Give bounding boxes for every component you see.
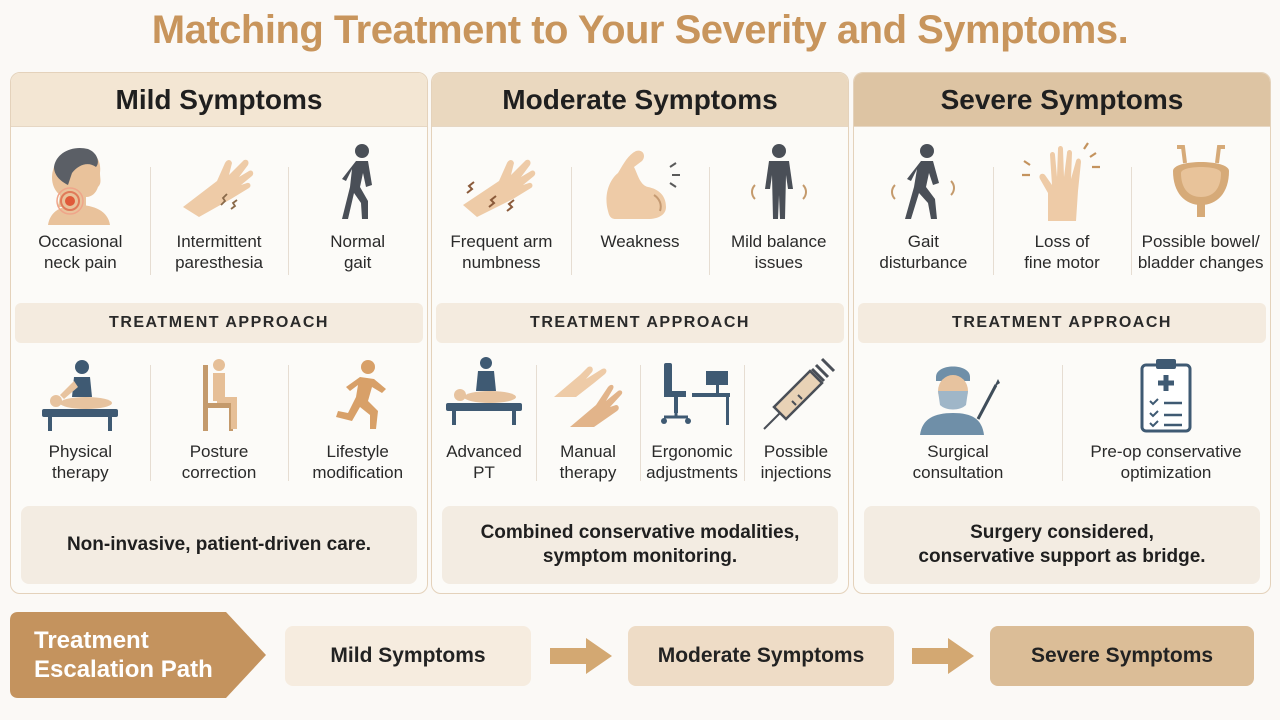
treatment-label: Possible injections xyxy=(760,442,832,482)
symptom-label: Normal gait xyxy=(330,232,386,272)
moderate-summary: Combined conservative modalities, sympto… xyxy=(442,506,838,584)
moderate-symptoms: Frequent arm numbness Weakness Mild bala… xyxy=(432,135,848,305)
arrow-right-icon xyxy=(550,638,612,674)
neck-pain-icon xyxy=(48,147,111,225)
stage-mild: Mild Symptoms xyxy=(285,626,531,686)
moderate-treatments: Advanced PT Manual therapy Ergonomic adj… xyxy=(432,355,848,495)
advanced-pt-icon xyxy=(446,357,522,425)
stage-severe: Severe Symptoms xyxy=(990,626,1254,686)
symptom-label: Possible bowel/ bladder changes xyxy=(1137,232,1264,272)
bladder-icon xyxy=(1172,145,1229,217)
symptom-label: Weakness xyxy=(600,232,680,251)
symptom-item: Mild balance issues xyxy=(709,135,848,305)
physical-therapy-icon xyxy=(42,360,119,431)
escalation-chevron xyxy=(10,612,266,698)
symptom-label: Gait disturbance xyxy=(879,232,968,272)
treatment-item: Advanced PT xyxy=(432,355,536,495)
syringe-icon xyxy=(763,357,836,430)
symptom-label: Loss of fine motor xyxy=(1024,232,1100,272)
symptom-item: Weakness xyxy=(570,135,710,305)
moderate-column: Moderate Symptoms Frequent arm numbness … xyxy=(431,72,849,594)
treatment-item: Posture correction xyxy=(149,355,289,495)
treatment-label: Pre-op conservative optimization xyxy=(1090,442,1242,482)
treatment-item: Surgical consultation xyxy=(854,355,1062,495)
escalation-path-label: Treatment Escalation Path xyxy=(10,612,266,698)
symptom-label: Frequent arm numbness xyxy=(450,232,553,272)
treatment-label: Surgical consultation xyxy=(912,442,1004,482)
surgeon-icon xyxy=(920,366,1000,435)
treatment-label: Physical therapy xyxy=(48,442,112,482)
trembling-hand-icon xyxy=(1022,142,1100,221)
treatment-label: Ergonomic adjustments xyxy=(646,442,738,482)
symptom-item: Possible bowel/ bladder changes xyxy=(1131,135,1270,305)
treatment-label: Advanced PT xyxy=(446,442,522,482)
running-person-icon xyxy=(335,360,386,429)
unsteady-walk-icon xyxy=(891,144,956,219)
mild-treatments: Physical therapy Posture correction Life… xyxy=(11,355,427,495)
standing-person-icon xyxy=(750,144,807,219)
treatment-item: Lifestyle modification xyxy=(288,355,427,495)
walking-person-icon xyxy=(341,144,372,219)
mild-header: Mild Symptoms xyxy=(11,73,427,127)
symptom-item: Normal gait xyxy=(288,135,427,305)
chair-posture-icon xyxy=(203,359,237,431)
symptom-label: Occasional neck pain xyxy=(38,232,123,272)
moderate-header: Moderate Symptoms xyxy=(432,73,848,127)
treatment-label: Lifestyle modification xyxy=(312,442,404,482)
clipboard-icon xyxy=(1140,359,1192,433)
treatment-item: Pre-op conservative optimization xyxy=(1062,355,1270,495)
treatment-label: Posture correction xyxy=(181,442,257,482)
symptom-label: Mild balance issues xyxy=(730,232,827,272)
arrow-right-icon xyxy=(912,638,974,674)
treatment-item: Manual therapy xyxy=(536,355,640,495)
treatment-approach-heading: TREATMENT APPROACH xyxy=(436,303,844,343)
treatment-approach-heading: TREATMENT APPROACH xyxy=(858,303,1266,343)
symptom-label: Intermittent paresthesia xyxy=(175,232,263,272)
hands-icon xyxy=(554,366,623,427)
symptom-item: Loss of fine motor xyxy=(992,135,1132,305)
mild-column: Mild Symptoms Occasional neck pain Inter… xyxy=(10,72,428,594)
symptom-item: Occasional neck pain xyxy=(11,135,150,305)
tingling-hand-icon xyxy=(183,159,254,217)
treatment-label: Manual therapy xyxy=(559,442,617,482)
severe-treatments: Surgical consultation Pre-op conservativ… xyxy=(854,355,1270,495)
escalation-path-text: Treatment Escalation Path xyxy=(34,627,213,683)
severe-summary: Surgery considered, conservative support… xyxy=(864,506,1260,584)
treatment-item: Ergonomic adjustments xyxy=(640,355,744,495)
symptom-item: Intermittent paresthesia xyxy=(149,135,289,305)
symptom-item: Gait disturbance xyxy=(854,135,993,305)
symptom-item: Frequent arm numbness xyxy=(432,135,571,305)
mild-symptoms: Occasional neck pain Intermittent parest… xyxy=(11,135,427,305)
treatment-item: Physical therapy xyxy=(11,355,150,495)
severe-header: Severe Symptoms xyxy=(854,73,1270,127)
page-title: Matching Treatment to Your Severity and … xyxy=(151,8,1129,52)
severe-column: Severe Symptoms Gait disturbance Loss of… xyxy=(853,72,1271,594)
flexed-arm-icon xyxy=(606,150,680,219)
numb-arm-icon xyxy=(463,159,536,217)
severe-symptoms: Gait disturbance Loss of fine motor Poss… xyxy=(854,135,1270,305)
desk-chair-icon xyxy=(661,363,730,425)
stage-moderate: Moderate Symptoms xyxy=(628,626,894,686)
treatment-approach-heading: TREATMENT APPROACH xyxy=(15,303,423,343)
mild-summary: Non-invasive, patient-driven care. xyxy=(21,506,417,584)
treatment-item: Possible injections xyxy=(744,355,848,495)
